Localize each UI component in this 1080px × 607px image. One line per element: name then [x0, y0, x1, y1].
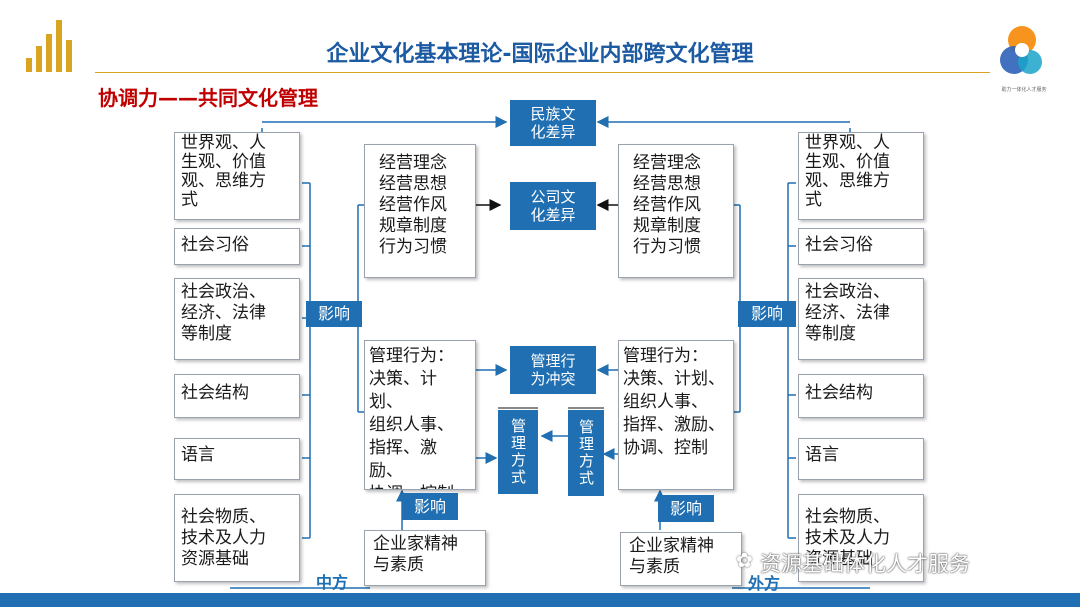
right-influence-label: 影响	[738, 301, 796, 327]
left-customs-box: 社会习俗	[174, 228, 300, 265]
company-culture-difference-box: 公司文 化差异	[510, 182, 596, 230]
right-worldview-box: 世界观、人 生观、价值 观、思维方 式	[798, 132, 924, 220]
chinese-side-label: 中方	[316, 573, 349, 592]
left-entrepreneur-box: 企业家精神 与素质	[364, 530, 486, 586]
right-language-box: 语言	[798, 438, 924, 480]
right-resources-box: 社会物质、 技术及人力 资源基础	[798, 494, 924, 582]
left-entrepreneur-influence-label: 影响	[402, 493, 458, 520]
left-language-box: 语言	[174, 438, 300, 480]
right-customs-box: 社会习俗	[798, 228, 924, 265]
right-management-behavior-box: 管理行为： 决策、计划、 组织人事、 指挥、激励、 协调、控制	[618, 340, 734, 490]
left-worldview-box: 世界观、人 生观、价值 观、思维方 式	[174, 132, 300, 220]
right-social-structure-box: 社会结构	[798, 374, 924, 418]
left-management-style-box: 管理方式	[498, 410, 538, 494]
page-title: 企业文化基本理论-国际企业内部跨文化管理	[326, 42, 754, 67]
title-underline	[95, 72, 990, 73]
right-philosophy-box: 经营理念 经营思想 经营作风 规章制度 行为习惯	[618, 144, 734, 278]
section-subtitle: 协调力——共同文化管理	[98, 86, 318, 110]
national-culture-difference-box: 民族文 化差异	[510, 100, 596, 146]
brand-logo-caption: 助力一体化人才服务	[1001, 87, 1047, 93]
foreign-side-label: 外方	[748, 574, 781, 593]
right-institutions-box: 社会政治、 经济、法律 等制度	[798, 278, 924, 360]
left-influence-label: 影响	[306, 301, 362, 327]
wechat-watermark-icon: ✿	[736, 548, 753, 572]
bar-chart-logo	[26, 20, 72, 72]
left-resources-box: 社会物质、 技术及人力 资源基础	[174, 494, 300, 582]
brand-logo-icon	[1000, 26, 1042, 74]
management-behavior-conflict-box: 管理行 为冲突	[510, 346, 596, 394]
right-entrepreneur-influence-label: 影响	[658, 495, 714, 522]
left-philosophy-box: 经营理念 经营思想 经营作风 规章制度 行为习惯	[364, 144, 476, 278]
right-management-style-box: 管理方式	[568, 410, 604, 496]
left-institutions-box: 社会政治、 经济、法律 等制度	[174, 278, 300, 360]
left-management-behavior-box: 管理行为： 决策、计划、 组织人事、 指挥、激励、 协调、控制	[364, 340, 476, 490]
right-entrepreneur-box: 企业家精神 与素质	[620, 532, 742, 586]
left-social-structure-box: 社会结构	[174, 374, 300, 418]
footer-bar	[0, 593, 1080, 607]
watermark-text: 资源基础体化人才服务	[760, 552, 970, 576]
